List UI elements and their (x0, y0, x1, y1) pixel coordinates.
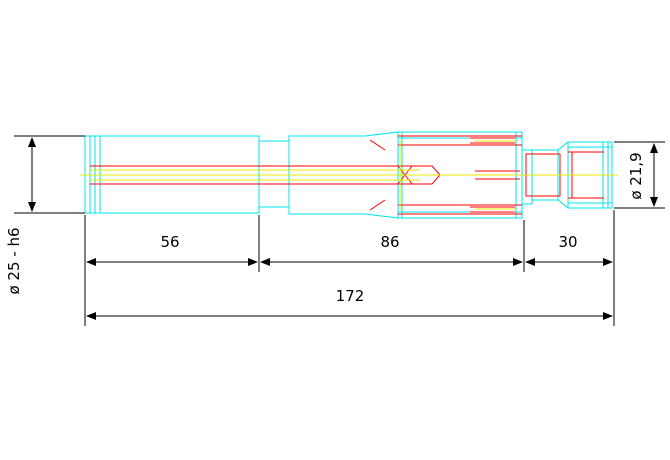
dim-text-dia-right: ø 21,9 (627, 152, 645, 199)
dim-text-30: 30 (558, 233, 577, 251)
dim-text-dia-left: ø 25 - h6 (5, 227, 23, 294)
center-axis (80, 140, 618, 210)
dim-text-172: 172 (336, 287, 365, 305)
dim-text-56: 56 (160, 233, 179, 251)
dim-text-86: 86 (380, 233, 399, 251)
dimension-lines (14, 135, 665, 326)
